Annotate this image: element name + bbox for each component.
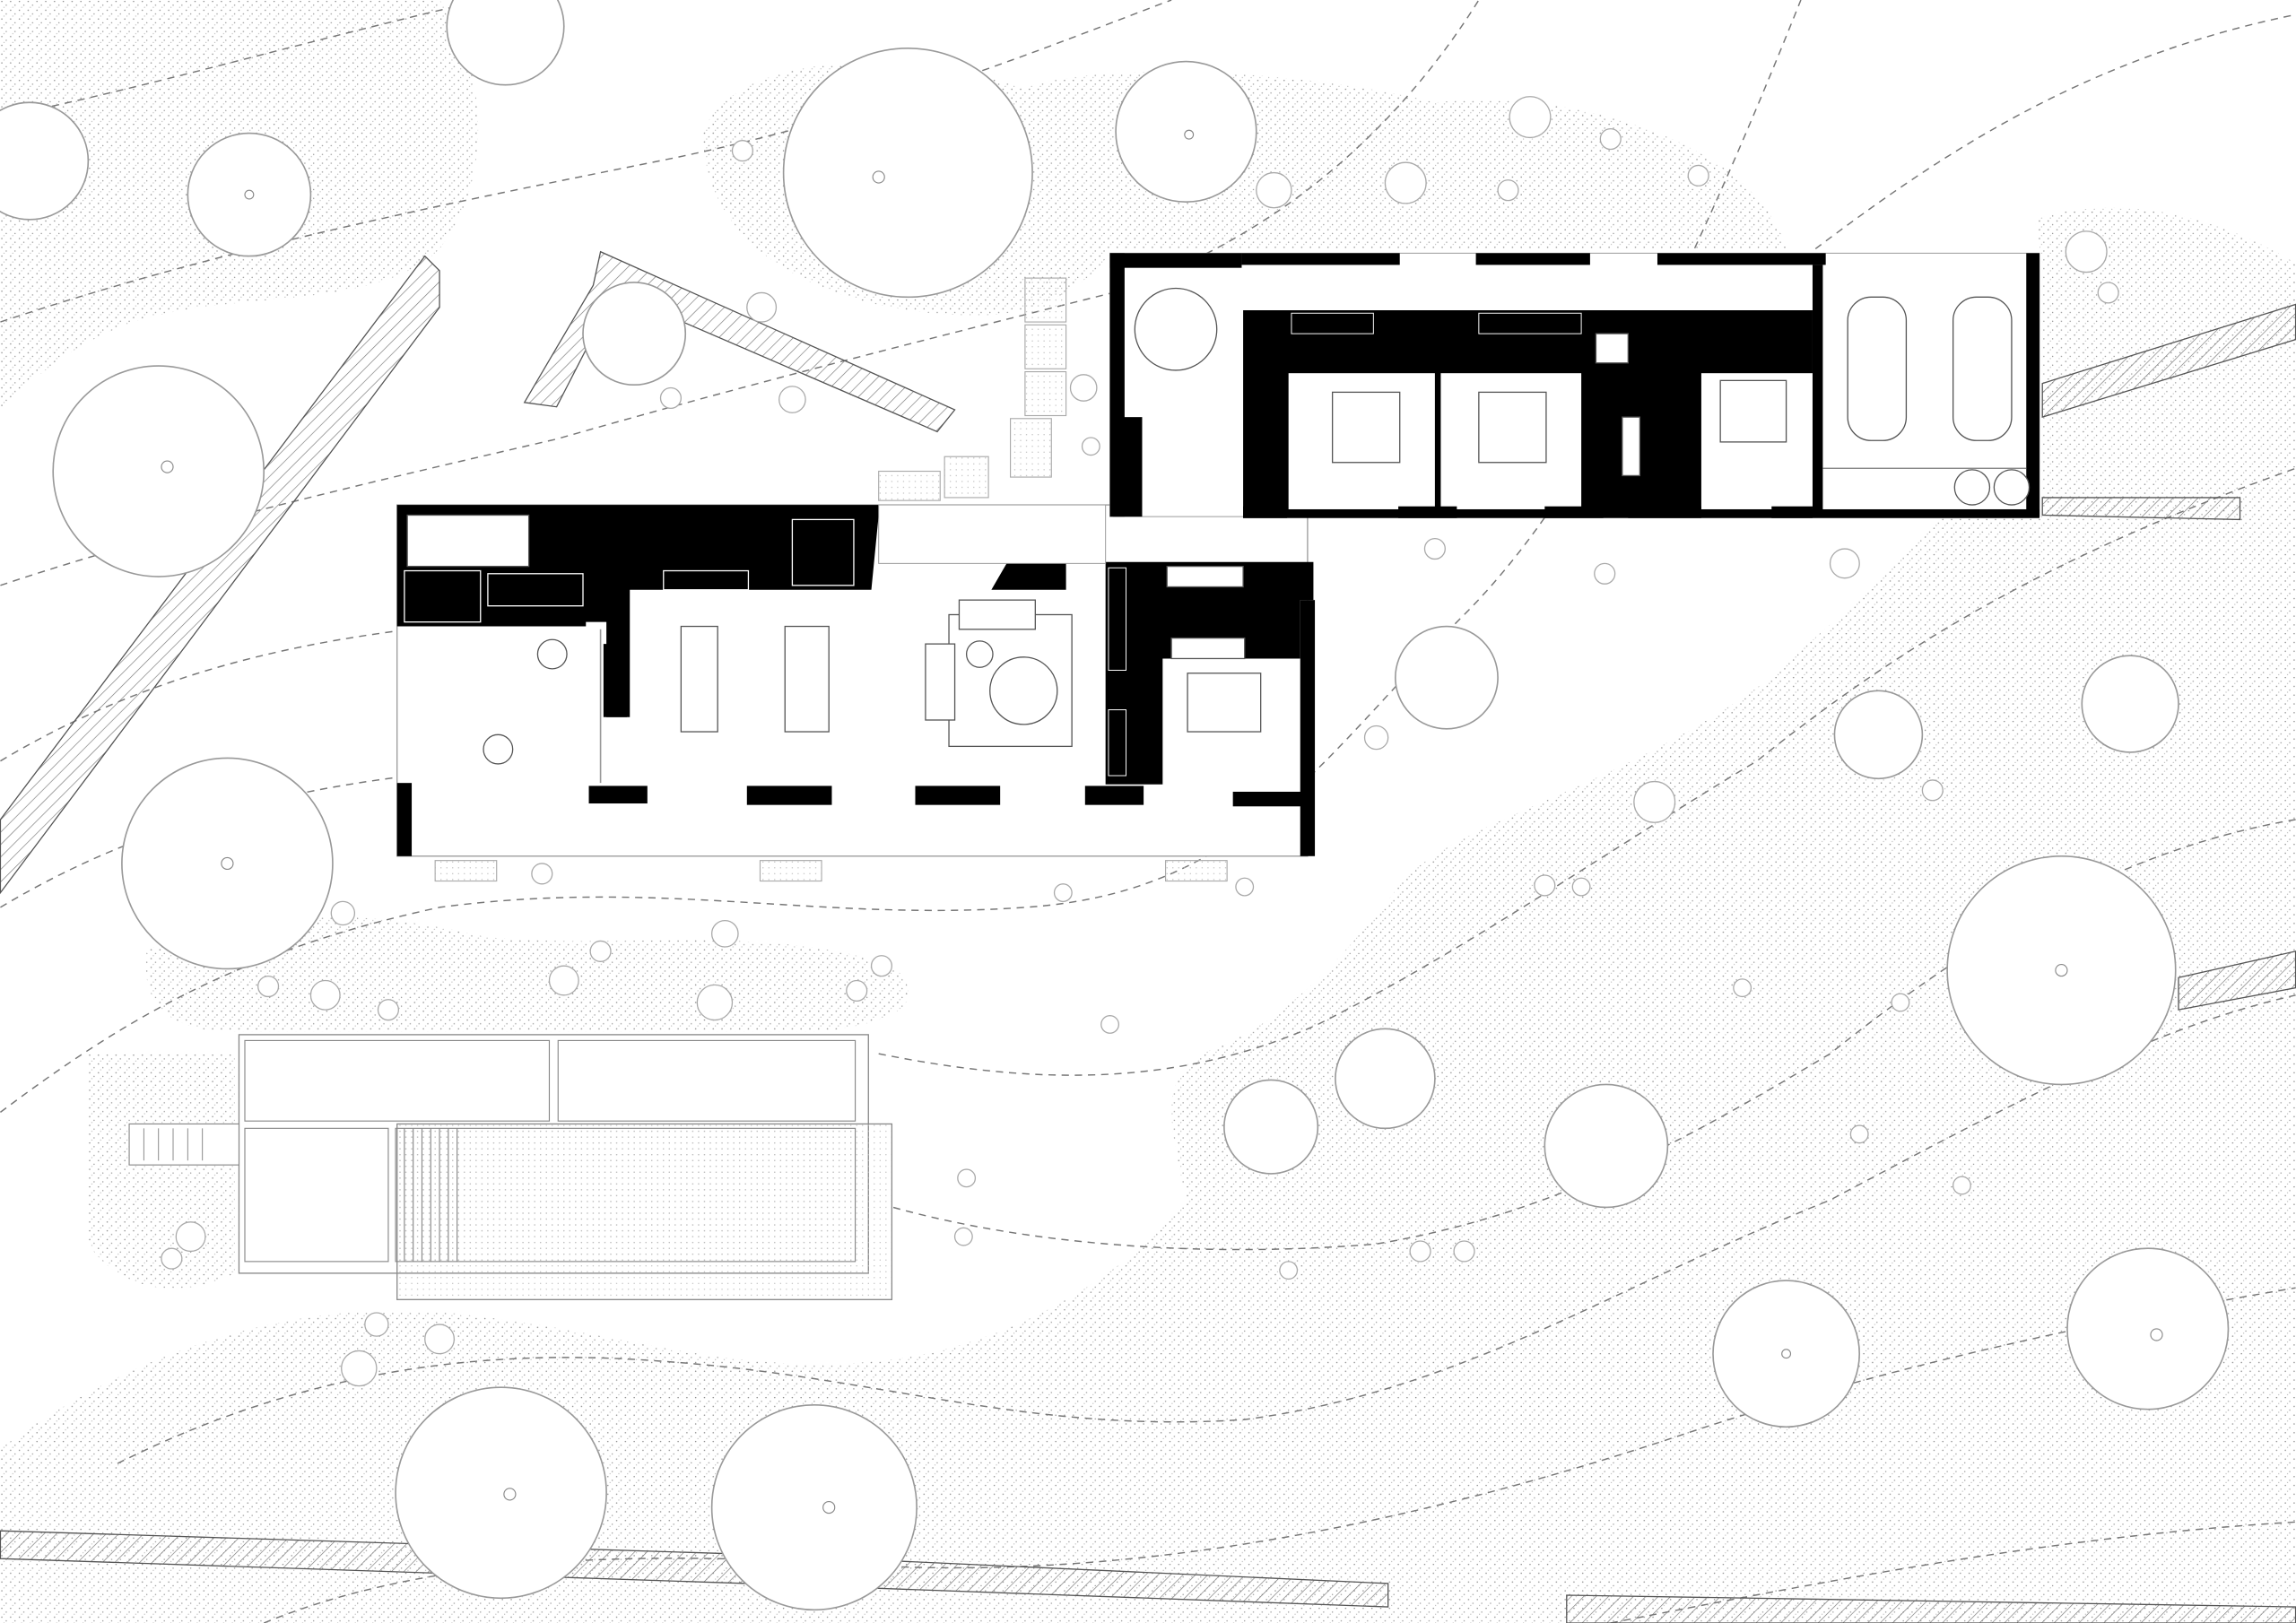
tree-icon bbox=[395, 1386, 607, 1600]
tree-icon bbox=[52, 365, 265, 577]
tree-icon bbox=[121, 757, 334, 970]
tree-icon bbox=[1833, 690, 1924, 780]
tree-icon bbox=[1946, 855, 2177, 1086]
tree-icon bbox=[2081, 655, 2179, 753]
pool-deck bbox=[128, 1034, 893, 1300]
tree-icon bbox=[782, 48, 1033, 299]
tree-icon bbox=[187, 132, 312, 257]
house-floor-plan bbox=[396, 252, 2040, 857]
tree-icon bbox=[582, 282, 687, 386]
tree-icon bbox=[446, 0, 565, 86]
tree-icon bbox=[1115, 60, 1257, 204]
tree-icon bbox=[1712, 1280, 1861, 1428]
tree-icon bbox=[1395, 625, 1499, 730]
stepping-stones bbox=[434, 277, 1228, 882]
tree-icon bbox=[1544, 1083, 1669, 1209]
trees bbox=[0, 0, 2230, 1611]
tree-icon bbox=[0, 101, 90, 221]
shrubs bbox=[161, 96, 2119, 1387]
tree-icon bbox=[710, 1404, 918, 1611]
tree-icon bbox=[1223, 1079, 1319, 1175]
tree-icon bbox=[2066, 1247, 2230, 1410]
tree-icon bbox=[1335, 1028, 1436, 1130]
